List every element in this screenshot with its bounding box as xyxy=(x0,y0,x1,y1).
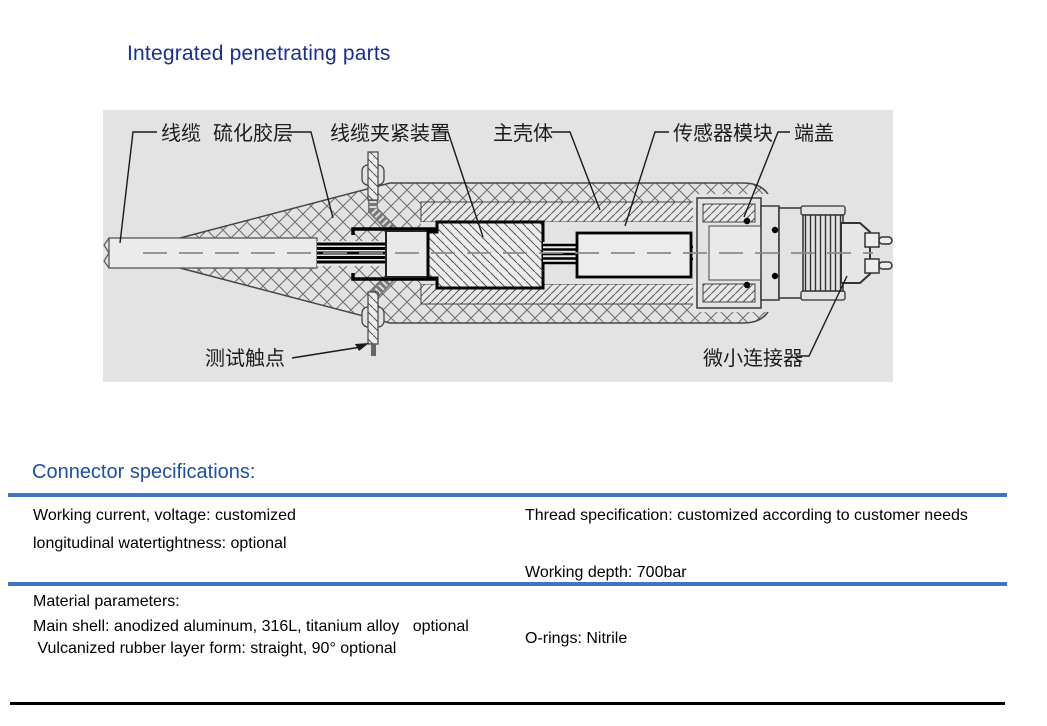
penetrator-diagram: 线缆 硫化胶层 线缆夹紧装置 主壳体 传感器模块 端盖 测试触点 微小连接器 xyxy=(103,110,893,382)
label-test-contact: 测试触点 xyxy=(205,346,285,370)
spec-o-rings: O-rings: Nitrile xyxy=(525,630,628,647)
spec-main-shell: Main shell: anodized aluminum, 316L, tit… xyxy=(33,618,469,635)
cable-clamp xyxy=(351,220,545,290)
connector-pin xyxy=(864,258,893,274)
spec-working-current: Working current, voltage: customized xyxy=(33,507,296,524)
leader-arrowhead xyxy=(355,343,369,351)
spec-heading: Connector specifications: xyxy=(32,461,256,483)
leader-main-shell xyxy=(551,131,601,211)
leader-cable xyxy=(119,131,157,244)
page-title: Integrated penetrating parts xyxy=(127,42,391,65)
leader-test-contact xyxy=(291,346,362,359)
label-micro-connector: 微小连接器 xyxy=(703,346,803,370)
leader-sensor-module xyxy=(624,131,669,227)
label-cable-clamping-device: 线缆夹紧装置 xyxy=(330,121,450,145)
spec-material-parameters: Material parameters: xyxy=(33,593,180,610)
leader-end-cap xyxy=(743,131,790,218)
o-ring-dot xyxy=(743,281,751,289)
spec-thread: Thread specification: customized accordi… xyxy=(525,507,968,524)
label-cable: 线缆 xyxy=(161,121,201,145)
label-end-cap: 端盖 xyxy=(794,121,834,145)
o-ring-dot xyxy=(771,226,779,234)
diagram-labels: 线缆 硫化胶层 线缆夹紧装置 主壳体 传感器模块 端盖 测试触点 微小连接器 xyxy=(161,121,834,370)
end-cap-part xyxy=(693,194,780,312)
label-main-shell: 主壳体 xyxy=(493,121,553,145)
leader-micro-connector xyxy=(799,275,848,357)
diagram-drawing: 线缆 硫化胶层 线缆夹紧装置 主壳体 传感器模块 端盖 测试触点 微小连接器 xyxy=(103,121,893,370)
test-contact-top xyxy=(361,151,399,237)
leader-lines xyxy=(119,131,848,359)
main-shell-top-wall xyxy=(420,201,712,223)
o-ring-dot xyxy=(771,272,779,280)
divider-top xyxy=(8,493,1007,497)
spec-rubber-form: Vulcanized rubber layer form: straight, … xyxy=(33,640,397,657)
leader-rubber-layer xyxy=(288,131,334,219)
label-vulcanized-rubber-layer: 硫化胶层 xyxy=(213,121,293,145)
divider-bottom xyxy=(10,702,1005,705)
spec-working-depth: Working depth: 700bar xyxy=(525,564,687,581)
cable-body xyxy=(103,237,318,269)
divider-middle xyxy=(8,582,1007,586)
leader-clamp xyxy=(437,131,484,238)
connector-pin xyxy=(864,232,893,248)
label-sensor-module: 传感器模块 xyxy=(673,121,773,145)
o-ring-dot xyxy=(743,217,751,225)
spec-watertightness: longitudinal watertightness: optional xyxy=(33,535,287,552)
sensor-module-part xyxy=(575,231,711,279)
